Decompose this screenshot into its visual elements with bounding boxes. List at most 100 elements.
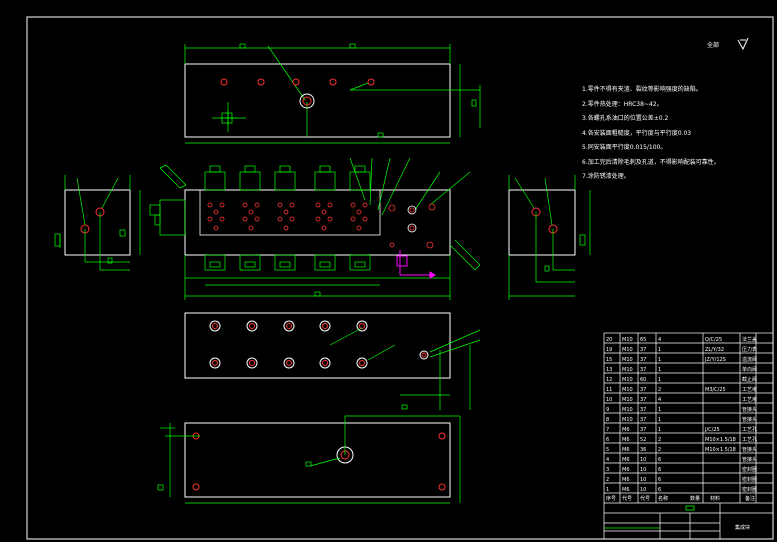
table-cell: M10 [622,367,633,373]
table-cell: 9 [606,407,609,413]
table-cell: 10 [640,487,646,493]
table-cell: 1 [658,427,661,433]
top-view-dimensions [184,43,481,144]
table-cell: M6 [622,427,630,433]
top-view [184,63,451,138]
table-cell: 密封圈 [742,466,757,473]
table-cell: M6 [622,487,630,493]
table-cell: JZ/Y/12S [704,357,726,363]
table-cell: 压力表 [742,346,757,353]
table-cell: 1 [658,417,661,423]
table-cell: M10×1.5/18 [705,437,736,443]
table-cell: 10 [640,457,646,463]
table-header-cell: 代号 [622,495,632,502]
table-cell: 10 [640,467,646,473]
table-cell: 60 [640,377,646,383]
table-cell: 10 [640,477,646,483]
table-cell: 20 [606,337,612,343]
table-cell: 密封圈 [742,486,757,493]
table-cell: 管接头 [742,406,757,413]
table-cell: 管接头 [742,456,757,463]
table-cell: 37 [640,357,646,363]
front-view-holes [207,202,436,249]
table-cell: 2 [658,447,661,453]
parts-table-header: 序号代号代号名称数量材料备注 [606,495,755,502]
table-cell: 工艺堵 [742,386,757,393]
table-cell: 36 [640,447,646,453]
right-view-dimensions [508,175,591,300]
table-cell: 37 [640,367,646,373]
surface-finish-icon [737,37,749,51]
rear-view [184,312,451,379]
table-cell: 13 [606,367,612,373]
coordinate-axes [396,250,436,279]
base-view [184,422,451,498]
table-cell: 1 [658,367,661,373]
table-cell: 15 [606,357,612,363]
table-cell: M6 [622,437,630,443]
table-cell: M10 [622,387,633,393]
table-cell: 6 [658,457,661,463]
table-cell: 37 [640,417,646,423]
table-cell: M10 [622,417,633,423]
table-cell: J/C/25 [704,427,720,433]
table-cell: 溢流阀 [742,356,757,363]
table-cell: 单向阀 [742,366,757,373]
base-view-dimensions [157,415,461,504]
table-cell: 65 [640,337,646,343]
left-view [64,189,131,256]
table-cell: M6 [622,467,630,473]
table-cell: 11 [606,387,612,393]
technical-requirements: 1.零件不得有夹渣、裂纹等影响强度的缺陷。 2.零件热处理：HRC38~42。 … [582,83,720,185]
table-cell: 工艺孔 [742,426,757,433]
table-cell: 10 [606,397,612,403]
table-cell: 7 [606,427,609,433]
table-cell: 6 [658,487,661,493]
table-cell: 5 [606,447,609,453]
table-cell: 截止阀 [742,376,757,383]
table-cell: M10 [622,337,633,343]
table-header-cell: 代号 [640,495,650,502]
table-cell: 19 [606,347,612,353]
table-cell: M10 [622,347,633,353]
front-view-dimensions [149,157,481,300]
table-cell: 2 [658,387,661,393]
title-block-name: 集成块 [735,524,750,531]
surface-finish-note: 全部 [707,40,719,49]
table-cell: 1 [658,407,661,413]
table-cell: 工艺孔 [742,436,757,443]
table-cell: 6 [606,437,609,443]
table-cell: M10×1.5/18 [705,447,736,453]
rear-view-holes [209,320,429,369]
table-cell: 2 [606,477,609,483]
table-cell: M3/C/25 [705,387,726,393]
table-cell: M10 [622,397,633,403]
table-header-cell: 备注 [745,495,755,502]
table-cell: 密封圈 [742,476,757,483]
table-cell: 4 [606,457,609,463]
title-block-accent [604,505,695,529]
table-cell: 管接头 [742,416,757,423]
table-cell: 1 [658,357,661,363]
table-cell: 37 [640,427,646,433]
base-view-holes [192,432,446,491]
table-cell: ZL/Y/32 [705,347,724,353]
rear-view-dimensions [329,327,481,410]
table-header-cell: 数量 [690,495,700,502]
table-cell: 1 [606,487,609,493]
front-view [184,189,451,256]
table-cell: 2 [658,437,661,443]
note-line: 2.零件热处理：HRC38~42。 [582,100,663,108]
table-cell: 3 [606,467,609,473]
table-cell: 1 [658,347,661,353]
note-line: 6.加工完后清除毛刺及孔道，不得影响配装可靠性。 [582,158,720,166]
table-header-cell: 序号 [606,495,616,502]
parts-table-grid [603,332,774,540]
table-cell: 37 [640,347,646,353]
table-cell: 1 [658,377,661,383]
table-cell: Q/C/25 [705,337,722,343]
table-header-cell: 名称 [658,495,668,502]
table-cell: M10 [622,377,633,383]
